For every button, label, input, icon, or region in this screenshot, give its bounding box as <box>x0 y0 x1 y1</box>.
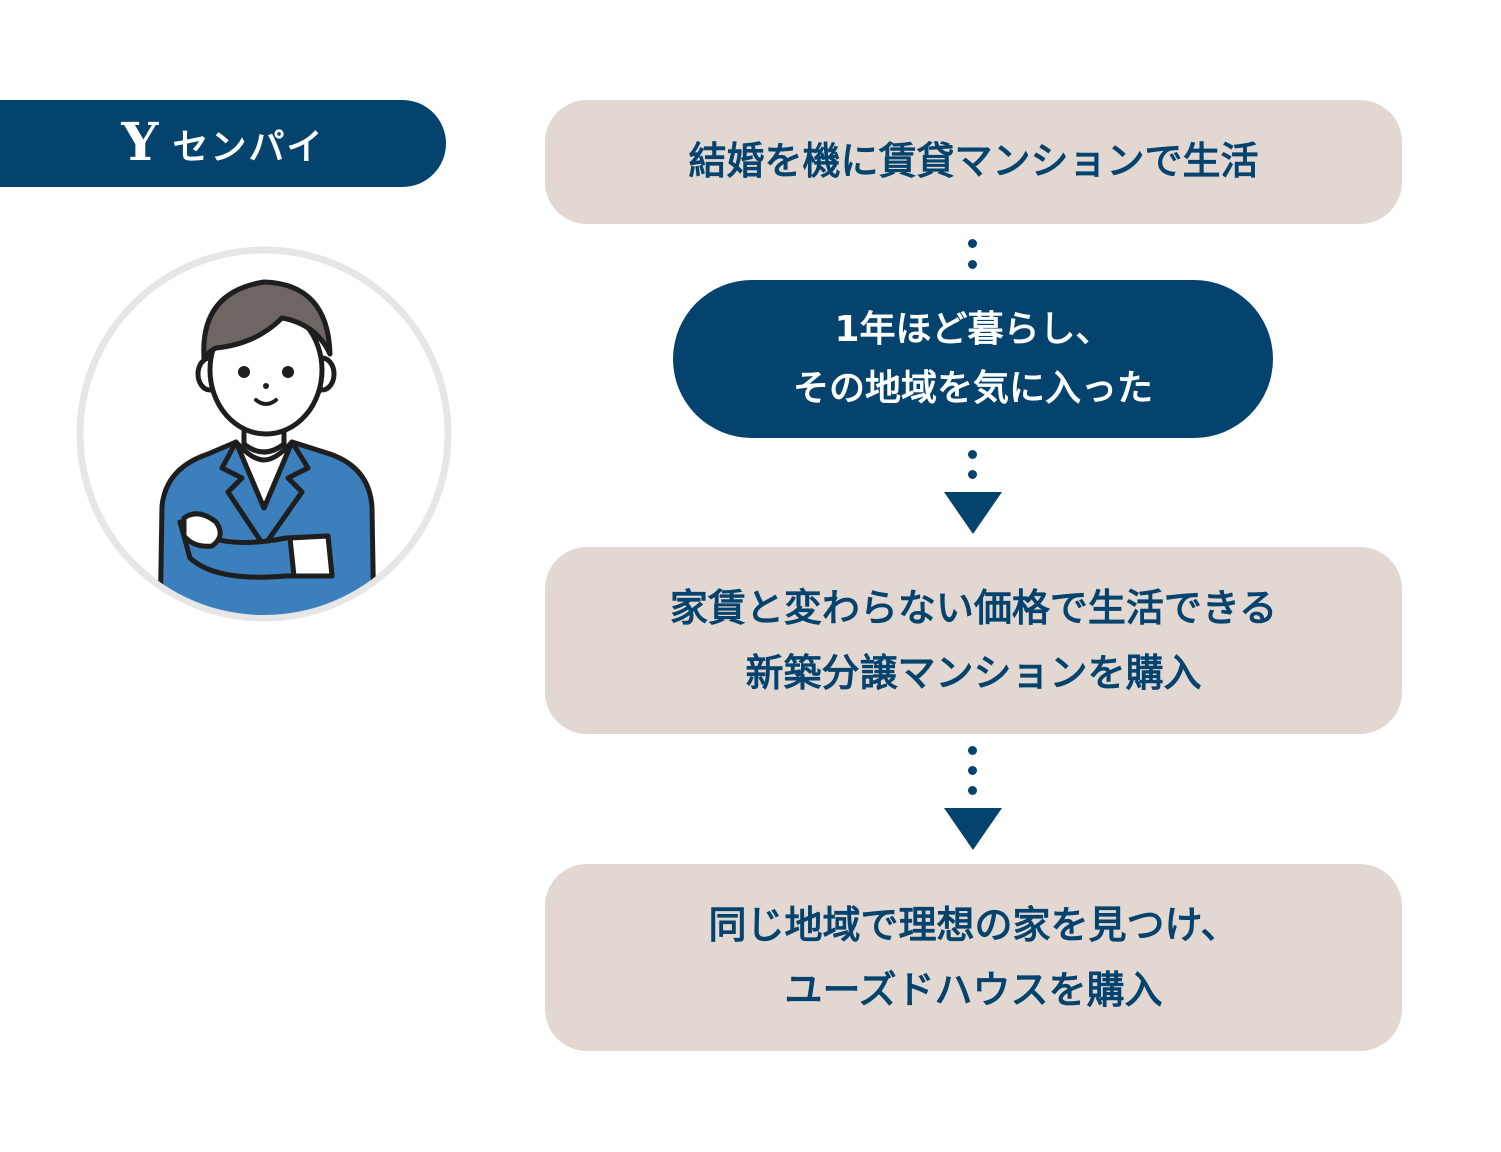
flow-step-4: 同じ地域で理想の家を見つけ、 ユーズドハウスを購入 <box>545 864 1402 1051</box>
shirt <box>233 439 295 511</box>
senpai-tag: Y センパイ <box>0 100 446 187</box>
avatar <box>76 246 452 622</box>
smile <box>254 398 278 406</box>
hair <box>201 279 333 361</box>
left-eye <box>238 366 250 378</box>
tag-title: センパイ <box>172 126 325 168</box>
hand <box>181 511 223 549</box>
flow-step-1: 結婚を機に賃貸マンションで生活 <box>545 100 1402 224</box>
arrow-down-icon <box>944 808 1002 850</box>
right-eye <box>282 366 294 378</box>
flow-step-3: 家賃と変わらない価格で生活できる 新築分譲マンションを購入 <box>545 547 1402 734</box>
businessman-illustration <box>76 246 452 622</box>
flow-step-2: 1年ほど暮らし、 その地域を気に入った <box>673 280 1273 438</box>
arrow-down-icon <box>944 492 1002 534</box>
y-logo-mark: Y <box>121 111 159 173</box>
